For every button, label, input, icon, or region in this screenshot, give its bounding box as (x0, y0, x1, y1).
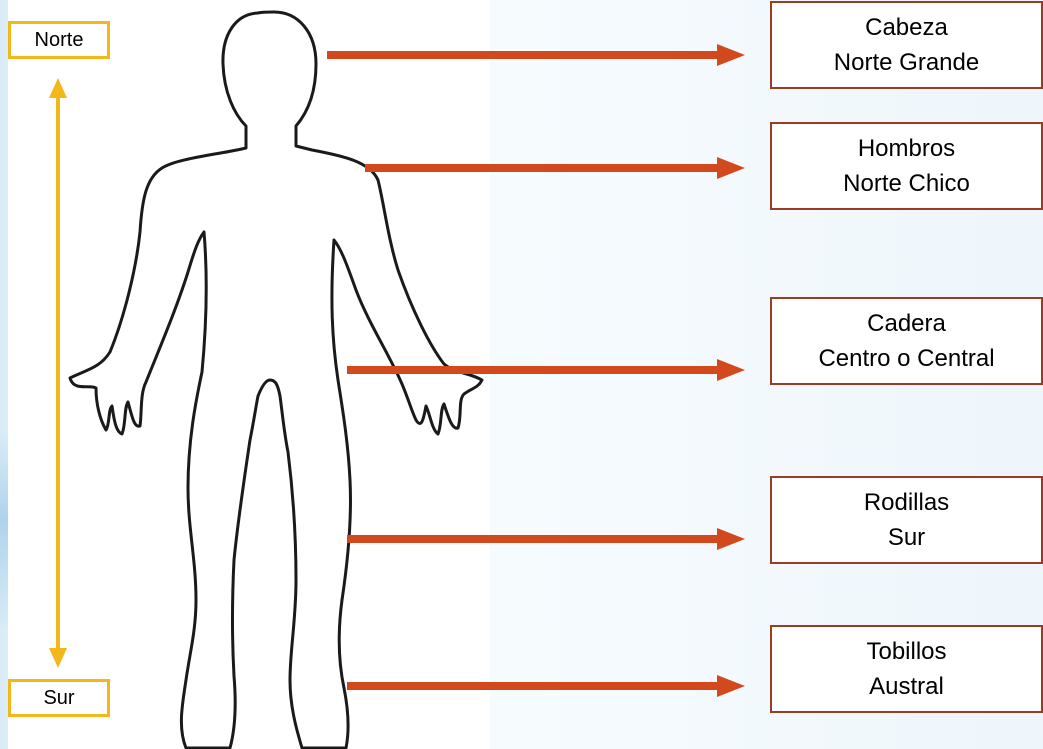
region-zone: Centro o Central (818, 341, 994, 376)
region-body-part: Cabeza (865, 10, 948, 45)
region-box-rodillas: Rodillas Sur (770, 476, 1043, 564)
region-box-tobillos: Tobillos Austral (770, 625, 1043, 713)
north-south-arrow (49, 78, 67, 668)
arrow-shaft (347, 682, 719, 690)
region-arrow-tobillos (347, 675, 745, 697)
south-label: Sur (8, 679, 110, 717)
region-arrow-cadera (347, 359, 745, 381)
region-body-part: Cadera (867, 306, 946, 341)
arrow-head-right-icon (717, 359, 745, 381)
region-body-part: Rodillas (864, 485, 949, 520)
arrow-shaft (347, 535, 719, 543)
region-zone: Norte Grande (834, 45, 979, 80)
human-body-outline-icon (70, 12, 482, 748)
south-label-text: Sur (43, 687, 74, 710)
arrow-shaft (347, 366, 719, 374)
arrow-head-up-icon (49, 78, 67, 98)
north-label: Norte (8, 21, 110, 59)
arrow-shaft (365, 164, 719, 172)
region-arrow-cabeza (327, 44, 745, 66)
arrow-head-down-icon (49, 648, 67, 668)
region-box-cabeza: Cabeza Norte Grande (770, 1, 1043, 89)
region-arrow-rodillas (347, 528, 745, 550)
region-body-part: Tobillos (866, 634, 946, 669)
region-zone: Sur (888, 520, 925, 555)
arrow-head-right-icon (717, 157, 745, 179)
arrow-head-right-icon (717, 675, 745, 697)
arrow-head-right-icon (717, 44, 745, 66)
region-box-hombros: Hombros Norte Chico (770, 122, 1043, 210)
region-zone: Norte Chico (843, 166, 970, 201)
arrow-head-right-icon (717, 528, 745, 550)
north-label-text: Norte (35, 29, 84, 52)
region-zone: Austral (869, 669, 944, 704)
region-body-part: Hombros (858, 131, 955, 166)
region-box-cadera: Cadera Centro o Central (770, 297, 1043, 385)
region-arrow-hombros (365, 157, 745, 179)
region-arrows (327, 44, 745, 697)
arrow-shaft (327, 51, 719, 59)
